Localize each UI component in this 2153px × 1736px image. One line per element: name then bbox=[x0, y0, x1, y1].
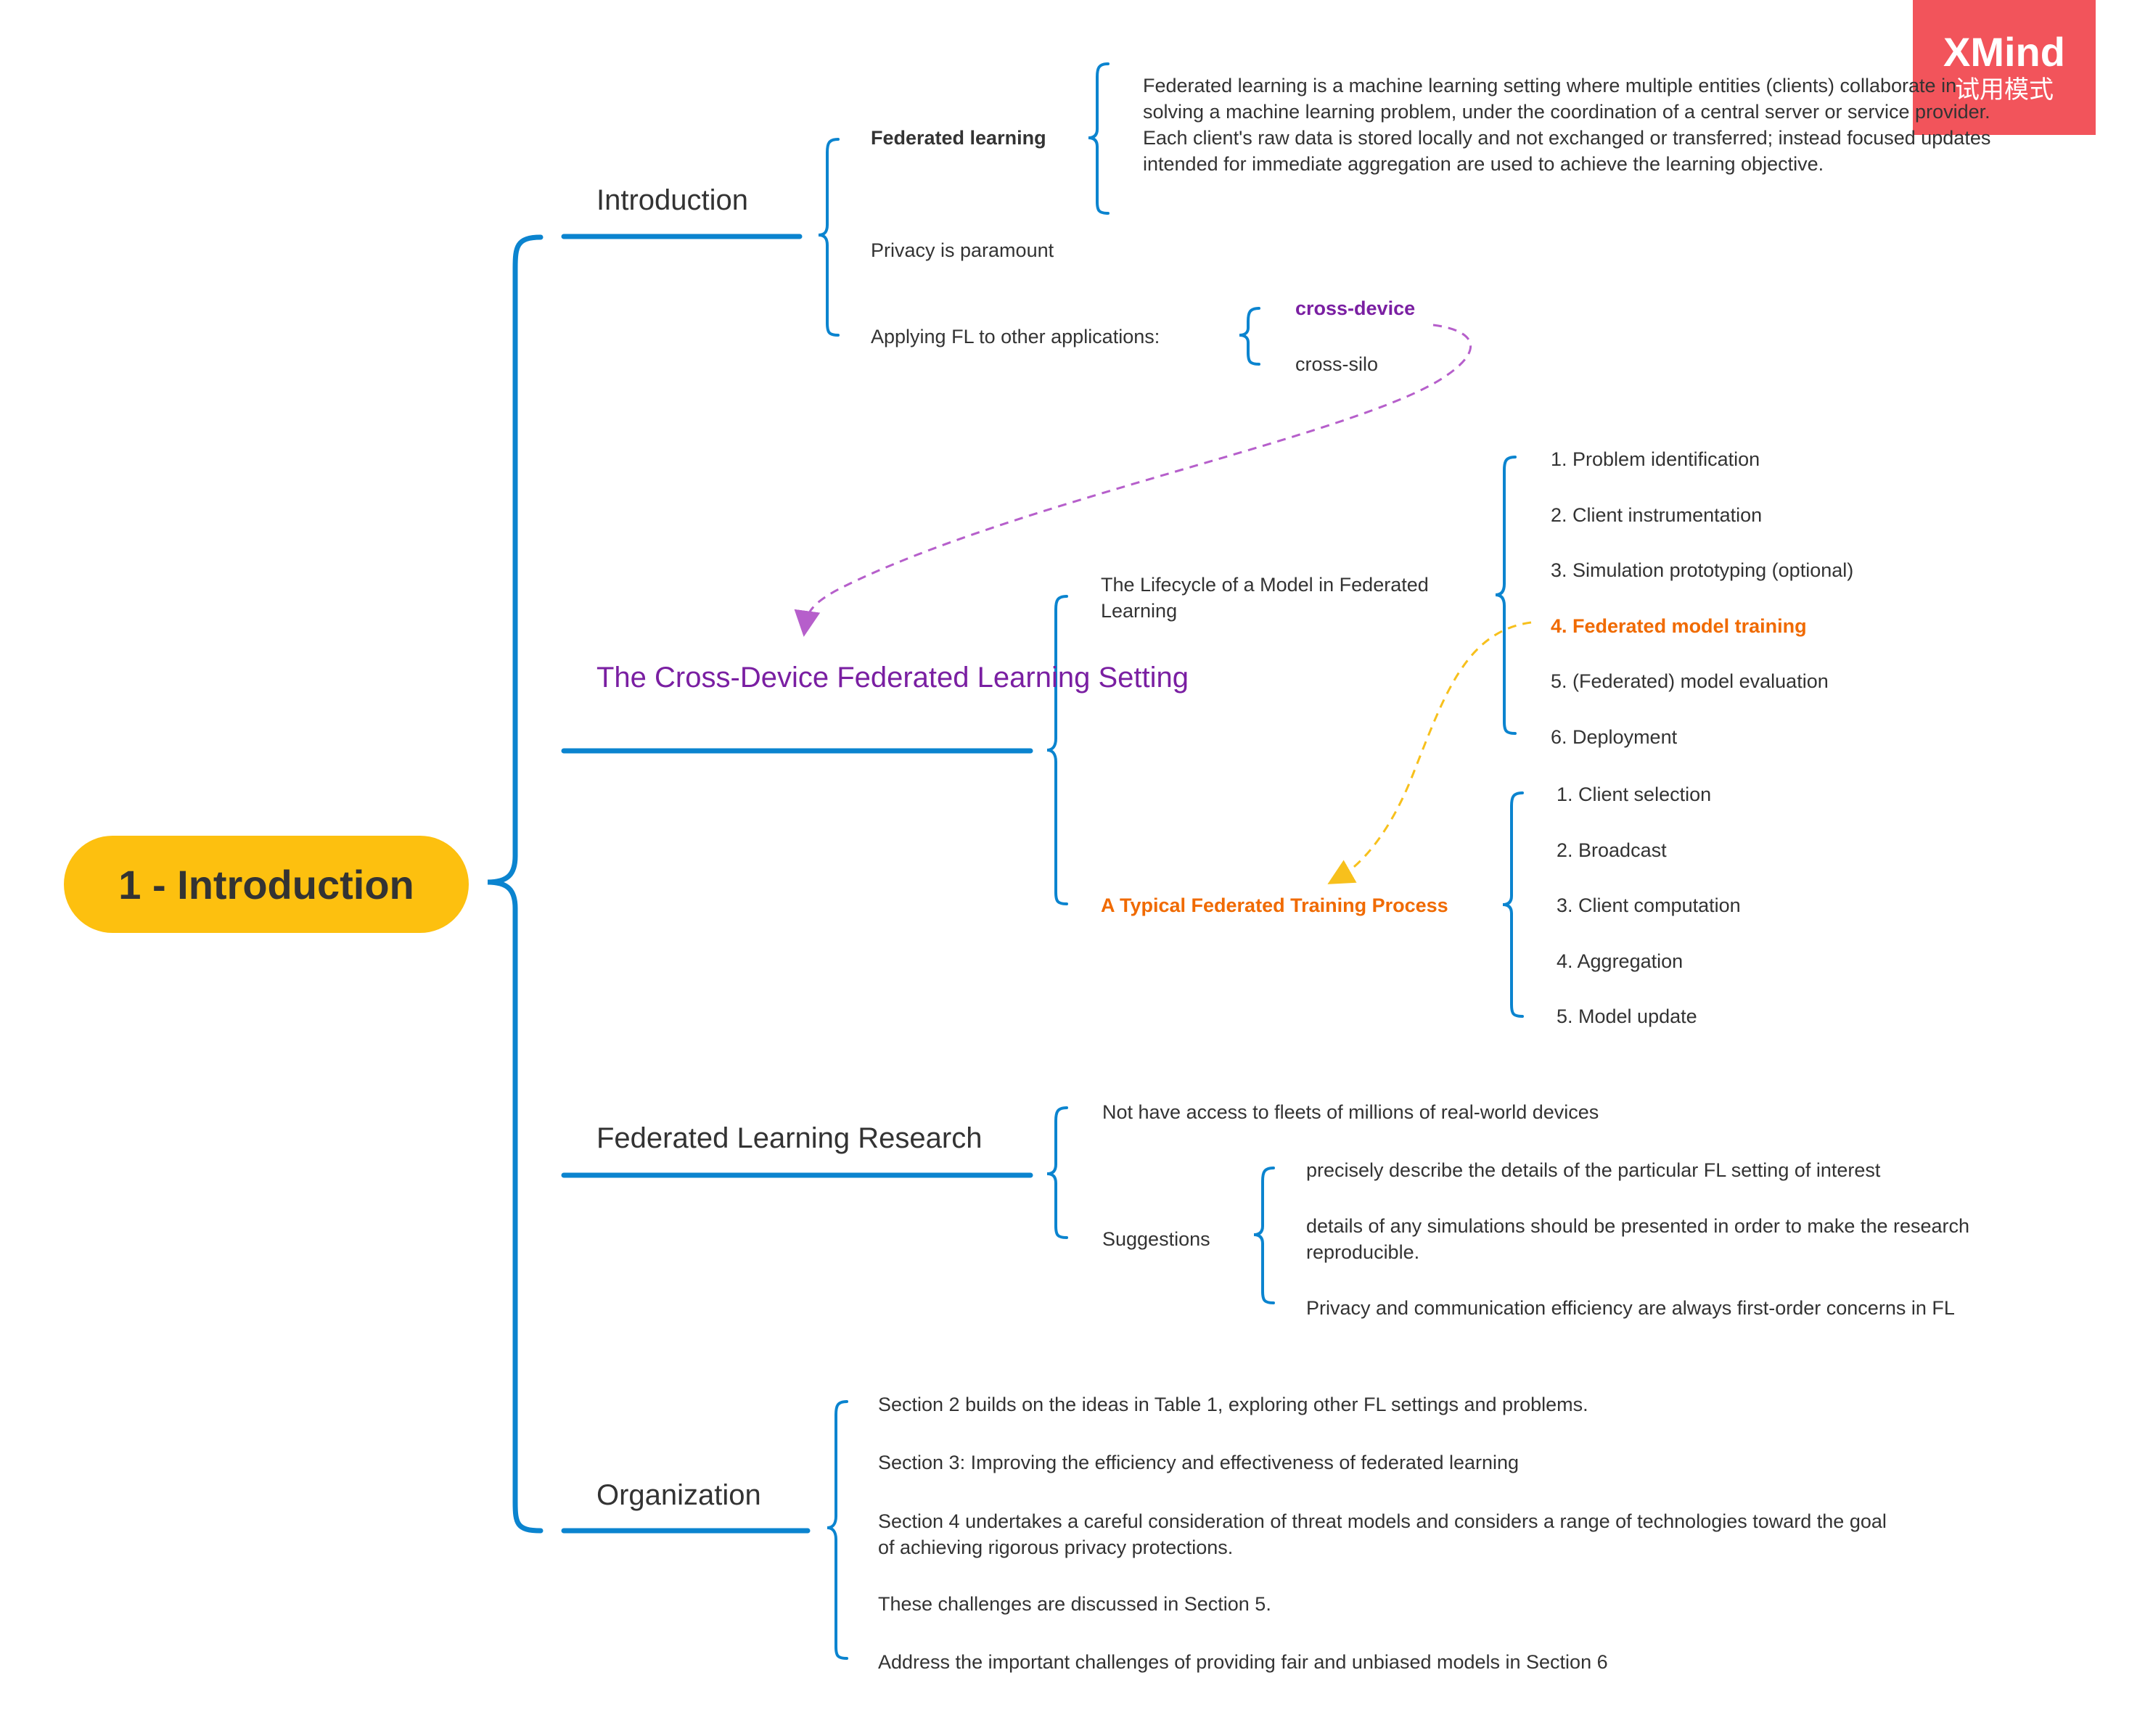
topic-cross-device[interactable]: cross-device bbox=[1295, 297, 1416, 319]
branch-cross-device-setting[interactable]: The Cross-Device Federated Learning Sett… bbox=[596, 662, 1189, 694]
training-step-5[interactable]: 5. Model update bbox=[1557, 1005, 1697, 1027]
training-step-1[interactable]: 1. Client selection bbox=[1557, 783, 1712, 805]
relation-cross-device bbox=[794, 324, 1472, 637]
organization-item-3[interactable]: Section 4 undertakes a careful considera… bbox=[878, 1510, 1887, 1558]
lifecycle-step-5[interactable]: 5. (Federated) model evaluation bbox=[1551, 670, 1829, 692]
lifecycle-step-6[interactable]: 6. Deployment bbox=[1551, 726, 1678, 748]
topic-suggestions[interactable]: Suggestions bbox=[1102, 1228, 1210, 1250]
lifecycle-step-4[interactable]: 4. Federated model training bbox=[1551, 615, 1807, 637]
suggestion-3[interactable]: Privacy and communication efficiency are… bbox=[1306, 1297, 1955, 1319]
topic-applying-fl[interactable]: Applying FL to other applications: bbox=[871, 326, 1160, 347]
branch-organization[interactable]: Organization bbox=[596, 1479, 761, 1511]
topic-training-process[interactable]: A Typical Federated Training Process bbox=[1101, 894, 1448, 916]
watermark-brand: XMind bbox=[1943, 29, 2065, 75]
lifecycle-step-3[interactable]: 3. Simulation prototyping (optional) bbox=[1551, 559, 1854, 581]
watermark-mode: 试用模式 bbox=[1955, 76, 2054, 104]
topic-lifecycle[interactable]: The Lifecycle of a Model in Federated Le… bbox=[1101, 574, 1429, 622]
root-topic[interactable]: 1 - Introduction bbox=[64, 836, 469, 933]
training-step-2[interactable]: 2. Broadcast bbox=[1557, 839, 1667, 861]
relation-training bbox=[1327, 621, 1532, 884]
suggestion-2[interactable]: details of any simulations should be pre… bbox=[1306, 1215, 1970, 1263]
lifecycle-step-2[interactable]: 2. Client instrumentation bbox=[1551, 504, 1763, 526]
training-step-3[interactable]: 3. Client computation bbox=[1557, 894, 1741, 916]
organization-item-5[interactable]: Address the important challenges of prov… bbox=[878, 1651, 1608, 1673]
training-step-4[interactable]: 4. Aggregation bbox=[1557, 950, 1684, 972]
xmind-watermark-badge: XMind 试用模式 bbox=[1913, 0, 2096, 135]
organization-item-1[interactable]: Section 2 builds on the ideas in Table 1… bbox=[878, 1394, 1588, 1415]
root-brace bbox=[487, 234, 544, 1534]
suggestion-1[interactable]: precisely describe the details of the pa… bbox=[1306, 1159, 1881, 1181]
topic-federated-learning[interactable]: Federated learning bbox=[871, 127, 1046, 149]
topic-cross-silo[interactable]: cross-silo bbox=[1295, 353, 1379, 375]
organization-item-4[interactable]: These challenges are discussed in Sectio… bbox=[878, 1593, 1271, 1615]
topic-privacy-paramount[interactable]: Privacy is paramount bbox=[871, 239, 1054, 261]
lifecycle-step-1[interactable]: 1. Problem identification bbox=[1551, 448, 1760, 470]
topic-federated-learning-definition[interactable]: Federated learning is a machine learning… bbox=[1143, 75, 1991, 175]
branch-introduction[interactable]: Introduction bbox=[596, 184, 749, 216]
organization-item-2[interactable]: Section 3: Improving the efficiency and … bbox=[878, 1452, 1520, 1473]
branch-fl-research[interactable]: Federated Learning Research bbox=[596, 1122, 983, 1154]
topic-no-access[interactable]: Not have access to fleets of millions of… bbox=[1102, 1101, 1599, 1123]
root-label: 1 - Introduction bbox=[118, 861, 414, 908]
